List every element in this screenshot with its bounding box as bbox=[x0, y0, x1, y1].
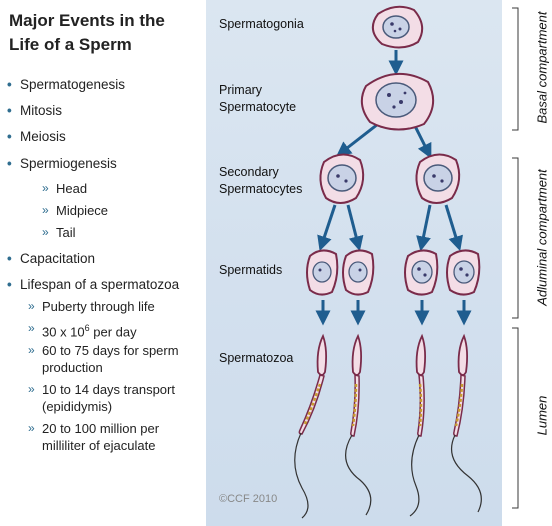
event-meiosis: •Meiosis bbox=[7, 129, 66, 144]
event-mitosis: •Mitosis bbox=[7, 103, 63, 118]
arrow-primary-to-secondary-right bbox=[412, 123, 432, 159]
arrow-primary-to-secondary-left bbox=[336, 122, 379, 157]
label-spermatids: Spermatids bbox=[219, 263, 283, 277]
spermatid-cells bbox=[306, 249, 481, 296]
chevron-icon: » bbox=[28, 382, 35, 396]
bracket-basal bbox=[512, 7, 519, 131]
page-title: Major Events in the Life of a Sperm bbox=[9, 9, 205, 57]
sub-item-head: »Head bbox=[42, 181, 88, 196]
bracket-adluminal bbox=[512, 157, 519, 319]
chevron-icon: » bbox=[28, 343, 35, 357]
secondary-spermatocyte-right-cell bbox=[415, 153, 461, 204]
spermatid-2 bbox=[342, 249, 375, 296]
primary-spermatocyte-cell bbox=[360, 72, 435, 131]
copyright-notice: ©CCF 2010 bbox=[219, 493, 278, 505]
arrow-secondary-right-to-spermatid-3 bbox=[416, 204, 432, 252]
lifespan-item-per-day: »30 x 106 per day bbox=[28, 321, 137, 340]
title-line-1: Major Events in the bbox=[9, 11, 165, 30]
bullet-icon: • bbox=[7, 251, 12, 266]
bullet-icon: • bbox=[7, 156, 12, 171]
bullet-icon: • bbox=[7, 129, 12, 144]
sub-item-midpiece: »Midpiece bbox=[42, 203, 109, 218]
lineage-arrows bbox=[315, 50, 472, 326]
title-line-2: Life of a Sperm bbox=[9, 35, 132, 54]
spermatozoon-3 bbox=[409, 333, 427, 517]
region-lumen: Lumen bbox=[534, 395, 550, 436]
bullet-icon: • bbox=[7, 277, 12, 292]
spermatogonia-cell bbox=[371, 5, 424, 49]
arrow-secondary-right-to-spermatid-4 bbox=[444, 204, 463, 252]
spermatogenesis-diagram bbox=[294, 5, 519, 519]
compartment-brackets bbox=[512, 7, 519, 509]
chevron-icon: » bbox=[28, 321, 35, 335]
spermatozoon-2 bbox=[345, 333, 372, 516]
chevron-icon: » bbox=[42, 181, 49, 195]
label-spermatogonia: Spermatogonia bbox=[219, 17, 304, 31]
secondary-spermatocyte-left-cell bbox=[319, 153, 365, 204]
spermatozoon-4 bbox=[451, 333, 482, 513]
arrow-secondary-left-to-spermatid-2 bbox=[346, 204, 364, 252]
label-spermatozoa: Spermatozoa bbox=[219, 351, 294, 365]
spermatid-3 bbox=[404, 249, 439, 296]
bullet-icon: • bbox=[7, 103, 12, 118]
region-adluminal-compartment: Adluminal compartment bbox=[534, 169, 550, 306]
spermatid-4 bbox=[446, 249, 481, 296]
bullet-icon: • bbox=[7, 77, 12, 92]
left-text-panel: Major Events in the Life of a Sperm •Spe… bbox=[0, 0, 206, 526]
event-lifespan: •Lifespan of a spermatozoa bbox=[7, 277, 180, 292]
event-capacitation: •Capacitation bbox=[7, 251, 96, 266]
lifespan-item-transport: »10 to 14 days transport(epididymis) bbox=[28, 382, 175, 414]
bracket-lumen bbox=[512, 327, 519, 509]
arrow-secondary-left-to-spermatid-1 bbox=[317, 204, 337, 252]
event-spermiogenesis: •Spermiogenesis bbox=[7, 156, 117, 171]
lifespan-item-puberty: »Puberty through life bbox=[28, 299, 155, 314]
sub-item-tail: »Tail bbox=[42, 225, 76, 240]
chevron-icon: » bbox=[42, 225, 49, 239]
chevron-icon: » bbox=[42, 203, 49, 217]
event-spermatogenesis: •Spermatogenesis bbox=[7, 77, 126, 92]
chevron-icon: » bbox=[28, 299, 35, 313]
region-basal-compartment: Basal compartment bbox=[534, 11, 550, 124]
spermatid-1 bbox=[306, 249, 339, 296]
chevron-icon: » bbox=[28, 421, 35, 435]
spermatozoa-cells bbox=[294, 333, 482, 519]
spermatozoon-1 bbox=[294, 333, 328, 519]
